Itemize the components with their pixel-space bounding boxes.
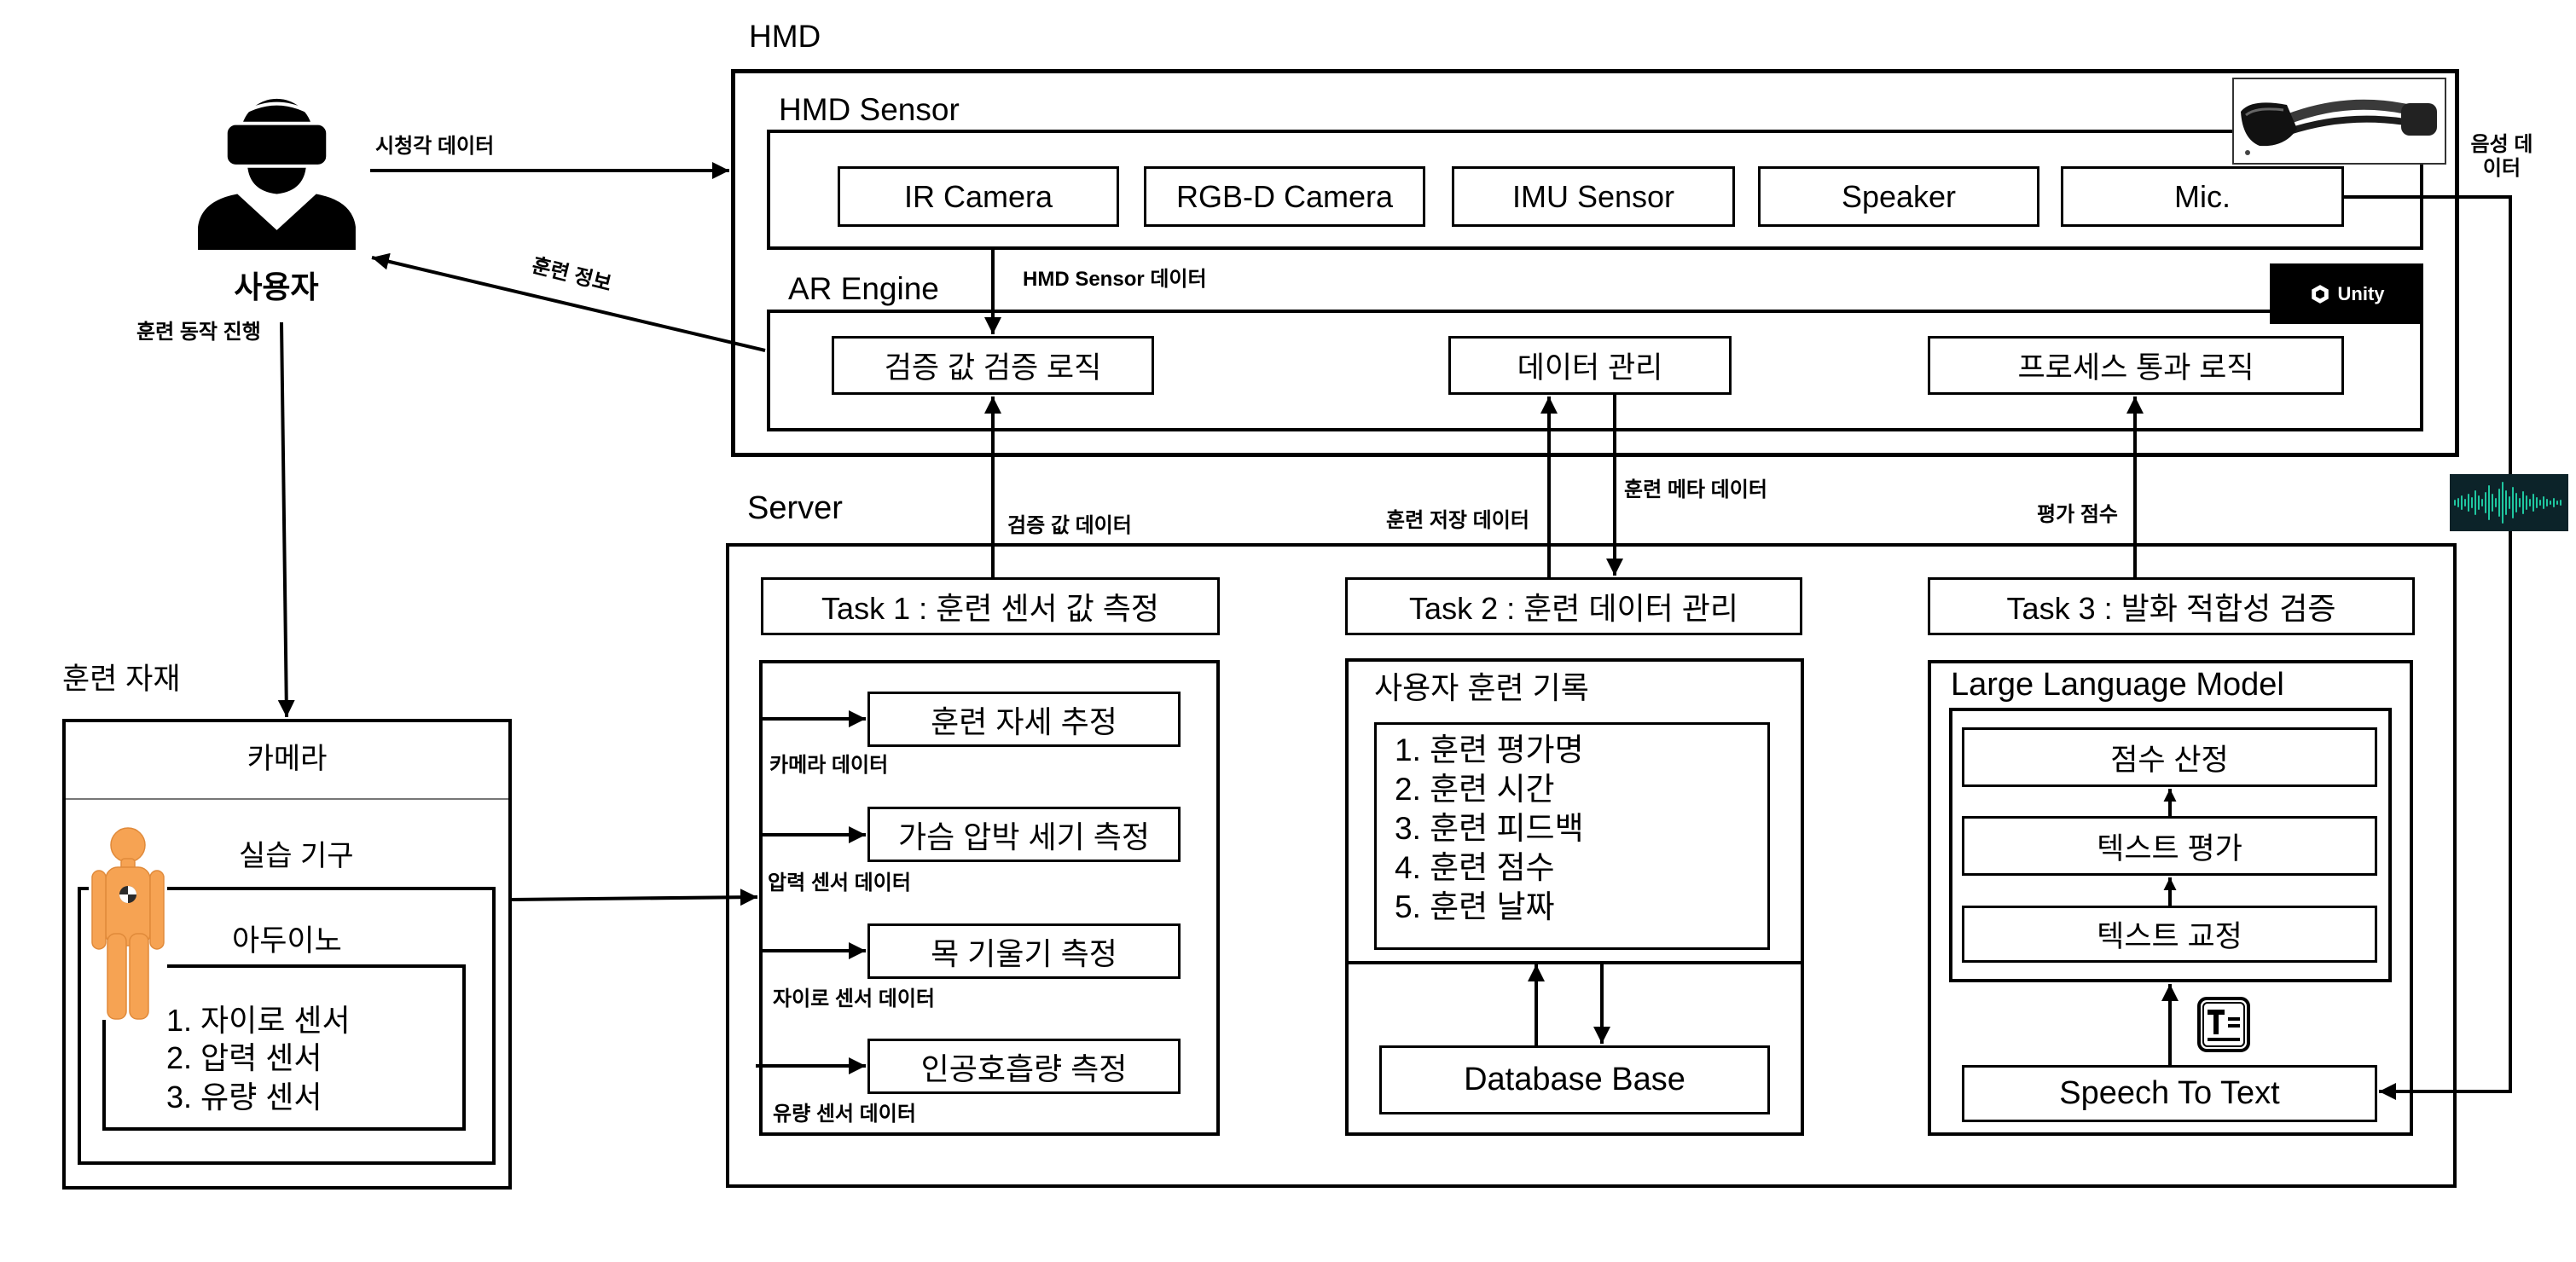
arrow-training-action (277, 321, 295, 718)
text-correction-box: 텍스트 교정 (1962, 906, 2377, 963)
text-document-icon (2195, 996, 2254, 1053)
cpr-manikin-icon (89, 821, 167, 1020)
hmd-sensor-data-label: HMD Sensor 데이터 (1023, 268, 1207, 291)
server-label: Server (747, 490, 843, 526)
arduino-container (102, 964, 466, 1131)
camera-label: 카메라 (247, 743, 328, 775)
posture-estimation-box: 훈련 자세 추정 (867, 692, 1181, 747)
sensor-list-item: 1. 자이로 센서 (166, 1003, 351, 1038)
gyro-sensor-data-label: 자이로 센서 데이터 (773, 987, 935, 1010)
training-save-data-label: 훈련 저장 데이터 (1386, 509, 1529, 532)
validation-data-label: 검증 값 데이터 (1007, 514, 1132, 537)
training-meta-data-label: 훈련 메타 데이터 (1624, 478, 1767, 501)
sensor-list-item: 2. 압력 센서 (166, 1040, 322, 1075)
equipment-divider (66, 798, 508, 800)
sensor-rgbd-camera: RGB-D Camera (1144, 166, 1425, 227)
training-record-title: 사용자 훈련 기록 (1374, 670, 1589, 705)
ar-engine-label: AR Engine (788, 271, 939, 306)
sensor-mic: Mic. (2061, 166, 2344, 227)
training-device-container (78, 887, 496, 1165)
neck-tilt-box: 목 기울기 측정 (867, 923, 1181, 979)
score-calculation-box: 점수 산정 (1962, 727, 2377, 787)
voice-data-label: 음성 데이터 (2470, 133, 2533, 180)
ar-headset-icon (2232, 78, 2446, 165)
training-record-list (1374, 722, 1770, 950)
training-info-label: 훈련 정보 (529, 253, 614, 297)
user-label: 사용자 (234, 269, 319, 304)
record-item: 5. 훈련 날짜 (1395, 889, 1555, 924)
sensor-ir-camera: IR Camera (838, 166, 1119, 227)
camera-data-label: 카메라 데이터 (769, 754, 889, 777)
pressure-sensor-data-label: 압력 센서 데이터 (768, 871, 911, 894)
audio-waveform-icon (2450, 474, 2568, 531)
speech-to-text-box: Speech To Text (1962, 1065, 2377, 1122)
unity-logo-text: Unity (2337, 282, 2385, 304)
process-pass-logic: 프로세스 통과 로직 (1928, 336, 2344, 395)
audiovisual-data-label: 시청각 데이터 (375, 135, 495, 158)
record-item: 1. 훈련 평가명 (1395, 732, 1584, 767)
ventilation-volume-box: 인공호흡량 측정 (867, 1039, 1181, 1094)
text-evaluation-box: 텍스트 평가 (1962, 816, 2377, 876)
task1-title: Task 1 : 훈련 센서 값 측정 (761, 577, 1220, 635)
validation-logic: 검증 값 검증 로직 (832, 336, 1154, 395)
unity-logo-icon: Unity (2270, 263, 2423, 324)
arrow-equipment-to-server (511, 889, 758, 906)
sensor-imu: IMU Sensor (1452, 166, 1735, 227)
task2-divider (1345, 961, 1804, 964)
chest-compression-box: 가슴 압박 세기 측정 (867, 807, 1181, 862)
record-item: 3. 훈련 피드백 (1395, 811, 1584, 846)
database-box: Database Base (1379, 1045, 1770, 1114)
sensor-speaker: Speaker (1758, 166, 2039, 227)
hmd-sensor-label: HMD Sensor (779, 92, 960, 127)
sensor-list-item: 3. 유량 센서 (166, 1080, 322, 1114)
record-item: 2. 훈련 시간 (1395, 772, 1555, 807)
flow-sensor-data-label: 유량 센서 데이터 (773, 1103, 916, 1126)
hmd-label: HMD (749, 19, 821, 54)
llm-label: Large Language Model (1951, 667, 2284, 703)
training-device-label: 실습 기구 (239, 840, 354, 872)
data-management: 데이터 관리 (1448, 336, 1732, 395)
equipment-label: 훈련 자재 (62, 663, 181, 696)
vr-headset-user-icon (198, 96, 356, 250)
task3-title: Task 3 : 발화 적합성 검증 (1928, 577, 2415, 635)
task2-title: Task 2 : 훈련 데이터 관리 (1345, 577, 1802, 635)
training-action-label: 훈련 동작 진행 (136, 321, 261, 344)
evaluation-score-label: 평가 점수 (2037, 503, 2118, 526)
record-item: 4. 훈련 점수 (1395, 850, 1555, 885)
arduino-label: 아두이노 (232, 924, 342, 958)
